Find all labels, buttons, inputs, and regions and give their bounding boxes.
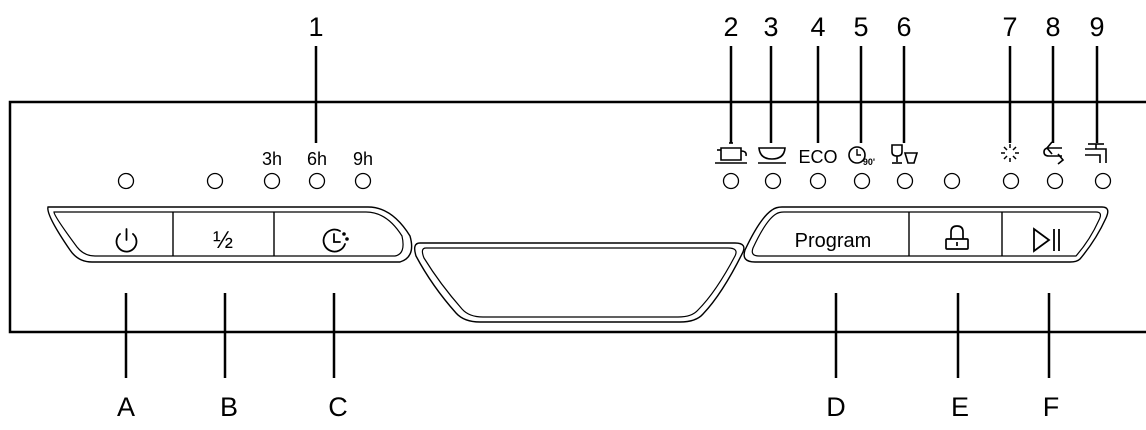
- callout-5: 5: [853, 12, 868, 42]
- panel-outline: [8, 100, 1146, 334]
- callout-1: 1: [308, 12, 323, 42]
- callout-f: F: [1043, 392, 1060, 422]
- callout-8: 8: [1045, 12, 1060, 42]
- led-eco: [809, 172, 827, 190]
- led-normal: [764, 172, 782, 190]
- right-button-strip: [743, 206, 1109, 263]
- led-half-load: [206, 172, 224, 190]
- water-tap-icon: [1085, 143, 1107, 163]
- delay-labels: 3h 6h 9h: [262, 149, 373, 169]
- led-child-lock: [943, 172, 961, 190]
- callout-6: 6: [896, 12, 911, 42]
- callout-3: 3: [763, 12, 778, 42]
- callout-e: E: [951, 392, 969, 422]
- half-load-button[interactable]: ½: [174, 212, 273, 256]
- led-power: [117, 172, 135, 190]
- bottom-leader-lines: [124, 293, 1051, 378]
- rapid-90-clock-icon: 90': [848, 146, 875, 167]
- led-delay-6h: [308, 172, 326, 190]
- led-intensive: [722, 172, 740, 190]
- led-delay-3h: [263, 172, 281, 190]
- display-window: [413, 242, 745, 323]
- child-lock-button[interactable]: [910, 212, 1001, 256]
- led-glass: [896, 172, 914, 190]
- rapid-90-label: 90': [863, 157, 875, 167]
- program-label: Program: [795, 230, 872, 252]
- delay-label-6h: 6h: [307, 149, 327, 169]
- normal-bowl-icon: [758, 147, 786, 164]
- delay-clock-icon: [322, 228, 349, 253]
- salt-regeneration-icon: [1043, 141, 1065, 165]
- led-rinse-aid: [1002, 172, 1020, 190]
- led-salt: [1046, 172, 1064, 190]
- start-pause-icon: [1033, 227, 1060, 253]
- callout-c: C: [328, 392, 348, 422]
- half-load-label: ½: [213, 227, 233, 254]
- delay-label-3h: 3h: [262, 149, 282, 169]
- top-leader-lines: [314, 46, 1099, 143]
- callout-a: A: [117, 392, 135, 422]
- top-callouts: 1 2 3 4 5 6 7 8 9: [308, 12, 1104, 42]
- left-button-strip: [47, 206, 413, 263]
- callout-9: 9: [1089, 12, 1104, 42]
- delay-label-9h: 9h: [353, 149, 373, 169]
- bottom-callouts: A B C D E F: [117, 392, 1059, 422]
- power-button[interactable]: [80, 212, 172, 256]
- program-button[interactable]: Program: [760, 212, 908, 256]
- delay-button[interactable]: [275, 212, 395, 256]
- led-water: [1094, 172, 1112, 190]
- led-rapid: [853, 172, 871, 190]
- intensive-pot-icon: [715, 142, 747, 164]
- callout-7: 7: [1002, 12, 1017, 42]
- led-indicators: [117, 172, 1112, 190]
- led-delay-9h: [354, 172, 372, 190]
- eco-text-icon: ECO: [798, 147, 837, 167]
- callout-b: B: [220, 392, 238, 422]
- rinse-aid-sparkle-icon: [1001, 144, 1019, 162]
- power-icon: [115, 228, 138, 253]
- callout-4: 4: [810, 12, 825, 42]
- callout-d: D: [826, 392, 846, 422]
- child-lock-icon: [945, 225, 969, 250]
- start-pause-button[interactable]: [1003, 212, 1093, 256]
- callout-2: 2: [723, 12, 738, 42]
- glass-cup-icon: [891, 144, 919, 164]
